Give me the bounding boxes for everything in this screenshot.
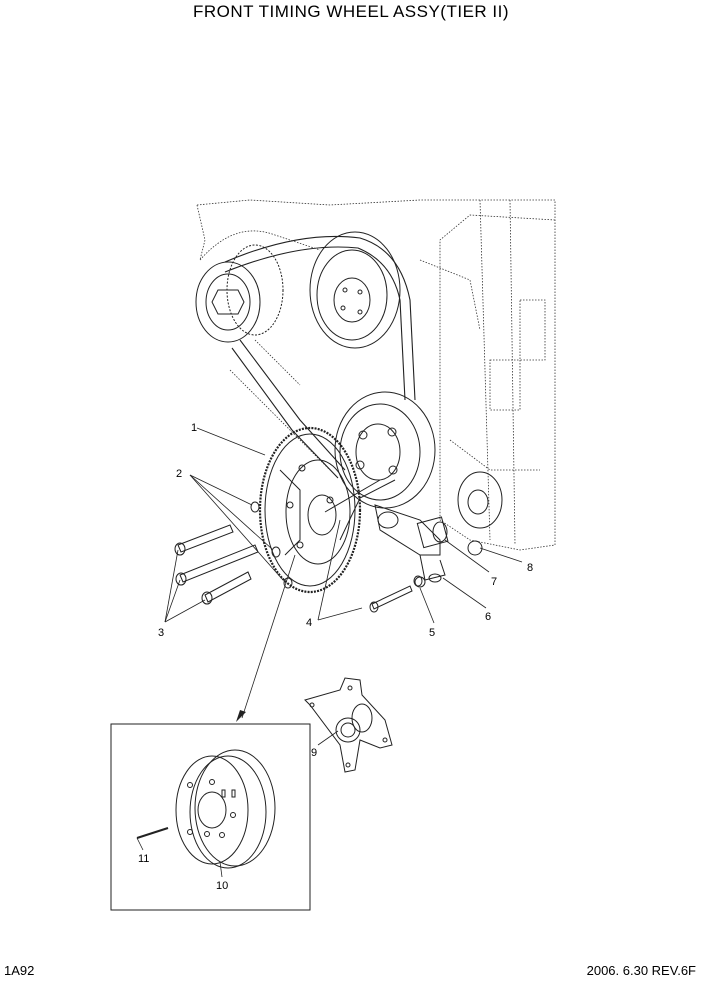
- callout-1: 1: [191, 422, 197, 434]
- drive-belt: [224, 235, 416, 479]
- upper-left-pulley: [195, 244, 284, 343]
- bolts: [174, 501, 423, 613]
- callout-2: 2: [176, 468, 182, 480]
- callout-11: 11: [138, 853, 149, 865]
- leader-lines: [136, 427, 523, 878]
- callout-7: 7: [491, 576, 497, 588]
- callout-5: 5: [429, 627, 435, 639]
- callout-6: 6: [485, 611, 491, 623]
- timing-wheel-detail: [175, 749, 276, 869]
- callout-8: 8: [527, 562, 533, 574]
- page-title: FRONT TIMING WHEEL ASSY(TIER II): [192, 2, 510, 21]
- sensor-bracket: [324, 479, 483, 588]
- sensor-plate: [304, 677, 393, 773]
- timing-wheel: [258, 426, 362, 594]
- crankshaft-pulley: [334, 391, 503, 529]
- detail-arrow-head: [236, 710, 246, 722]
- detail-inset-box: [110, 723, 311, 911]
- callout-labels: 1 2 3 4 5 6 7 8 9 10 11: [138, 422, 533, 892]
- callout-9: 9: [311, 747, 317, 759]
- date-revision: 2006. 6.30 REV.6F: [586, 963, 696, 978]
- page-code: 1A92: [4, 963, 35, 978]
- pin: [136, 827, 169, 839]
- callout-4: 4: [306, 617, 312, 629]
- callout-10: 10: [216, 880, 228, 892]
- engine-block: [196, 199, 556, 551]
- water-pump-pulley: [309, 231, 401, 349]
- callout-3: 3: [158, 627, 164, 639]
